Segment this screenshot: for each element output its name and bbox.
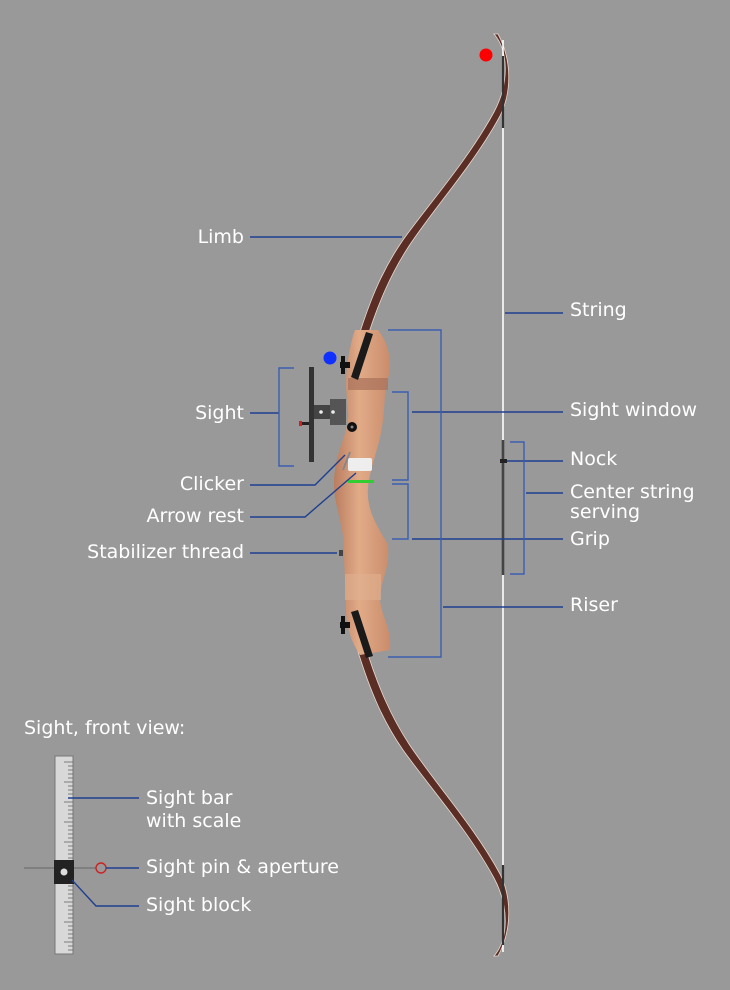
label-nock: Nock — [570, 448, 617, 470]
upper-limb-bolt-head — [341, 356, 345, 374]
sight-block-leader — [71, 879, 139, 907]
clicker — [342, 451, 351, 471]
lower-limb-bolt-head — [341, 616, 345, 634]
label-grip: Grip — [570, 528, 610, 550]
clicker-leader — [250, 454, 346, 486]
inset-title: Sight, front view: — [24, 717, 185, 739]
sight-knob-center — [350, 425, 354, 429]
upper-limb-pocket — [351, 332, 373, 380]
sight-bracket — [278, 367, 294, 467]
arrow-rest — [348, 480, 374, 483]
label-sight-window: Sight window — [570, 399, 697, 421]
inset-sight-bar — [54, 755, 74, 955]
sight-marker — [323, 351, 337, 365]
riser — [333, 330, 391, 655]
riser-bracket — [388, 329, 442, 658]
label-arrow-rest: Arrow rest — [146, 505, 244, 527]
inset-sight-block-screw — [60, 868, 68, 876]
riser-band-bottom — [345, 574, 381, 600]
center-serving-bracket — [510, 441, 525, 575]
label-center-serving-1: Center string — [570, 481, 695, 503]
label-sight-bar-1: Sight bar — [146, 787, 233, 809]
riser-band-top — [348, 378, 388, 390]
label-limb: Limb — [198, 226, 244, 248]
label-riser: Riser — [570, 594, 618, 616]
arrow-rest-plate — [348, 458, 372, 471]
string-end-marker — [479, 48, 493, 62]
label-sight-bar-2: with scale — [146, 810, 241, 832]
label-stabilizer-thread: Stabilizer thread — [87, 541, 244, 563]
lower-limb-pocket — [351, 610, 373, 658]
label-sight-block: Sight block — [146, 894, 251, 916]
label-clicker: Clicker — [180, 473, 244, 495]
label-sight-pin: Sight pin & aperture — [146, 856, 339, 878]
sight-window-bracket — [392, 391, 409, 481]
arrow-rest-leader — [250, 472, 357, 518]
grip-bracket — [392, 483, 409, 540]
sight-mount-plate — [330, 399, 346, 425]
label-center-serving-2: serving — [570, 501, 640, 523]
leader-lines — [250, 236, 563, 608]
brackets — [278, 329, 525, 658]
label-string: String — [570, 299, 627, 321]
bow — [299, 33, 510, 957]
nocking-point — [500, 459, 507, 463]
labels: Limb String Sight Sight window Nock Cent… — [87, 226, 697, 616]
sight-screw-2 — [331, 410, 335, 414]
sight-assembly — [299, 367, 357, 462]
sight-pin-tip — [299, 421, 302, 426]
stabilizer-bushing — [339, 550, 343, 556]
sight-screw-1 — [319, 410, 323, 414]
sight-pin-side — [301, 422, 309, 425]
label-sight: Sight — [195, 402, 244, 424]
sight-front-view-inset: Sight, front view: Sight bar with scale … — [24, 717, 339, 955]
sight-bar-side — [309, 367, 314, 462]
